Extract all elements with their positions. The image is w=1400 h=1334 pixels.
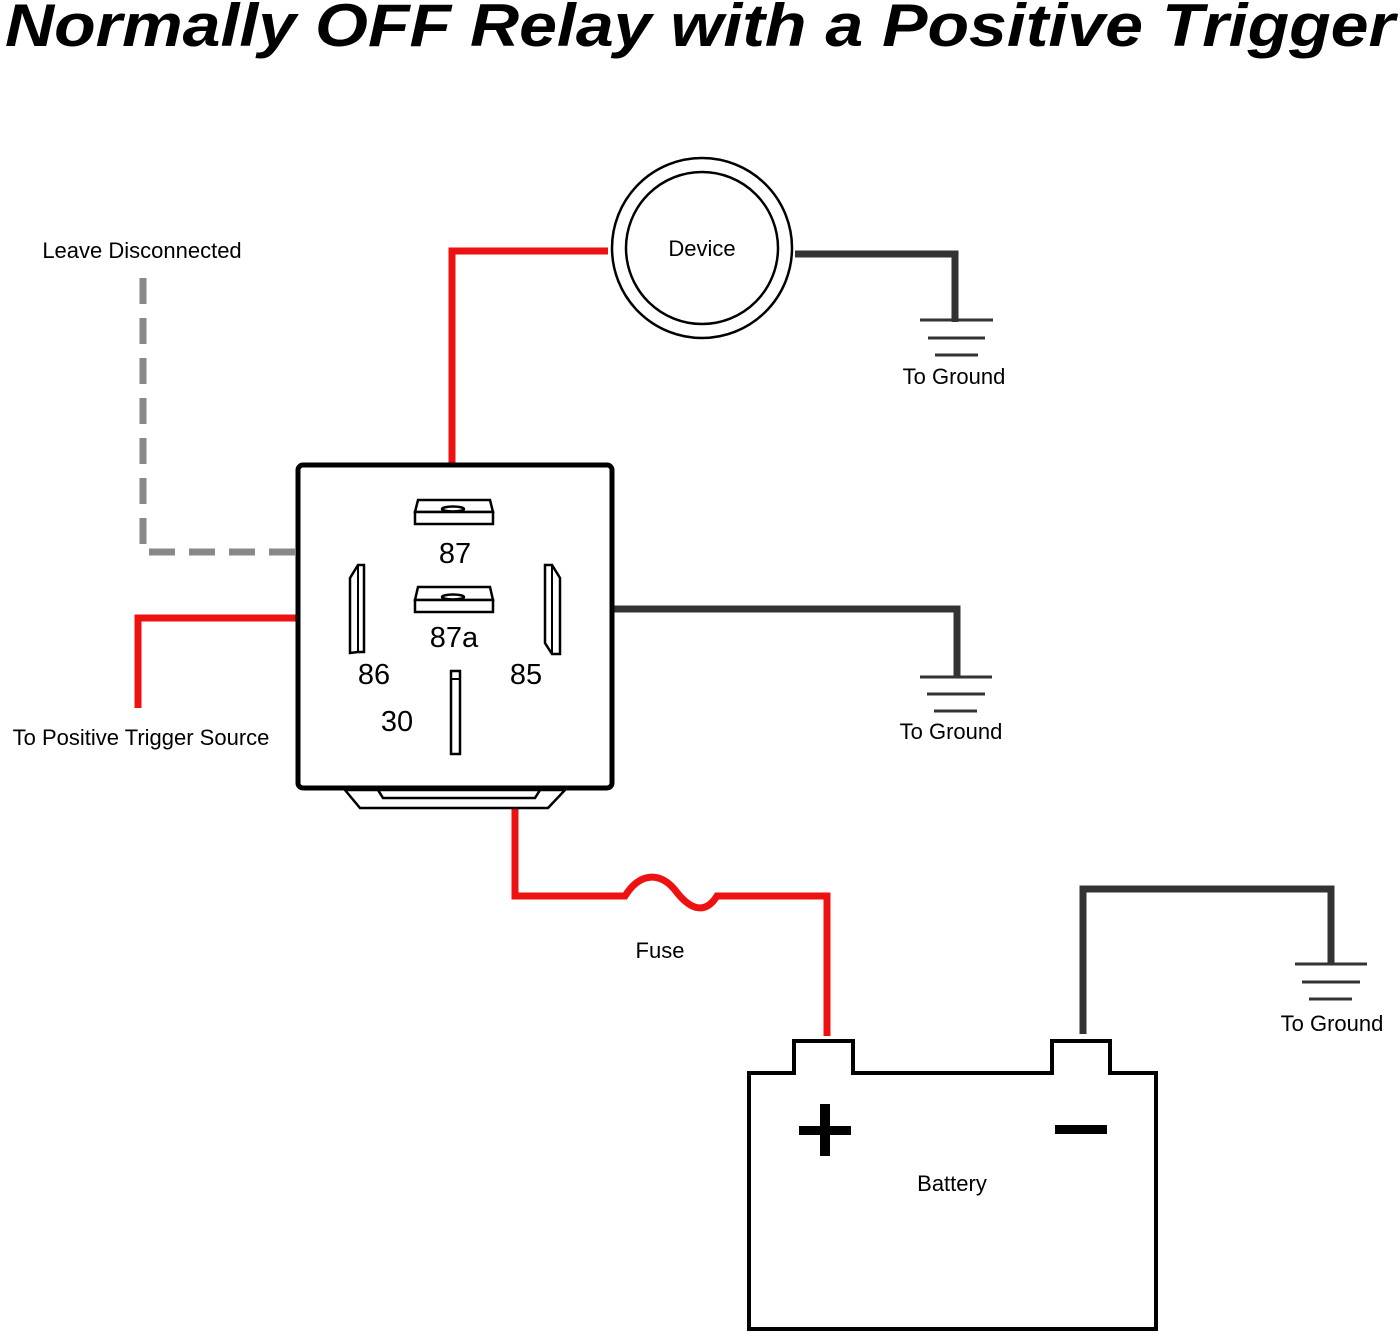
ground-symbol-device — [920, 318, 993, 357]
ground-label-device: To Ground — [903, 364, 1006, 389]
relay-pin-85-terminal — [543, 563, 562, 656]
device-label: Device — [668, 236, 735, 261]
battery-negative-icon — [1055, 1125, 1107, 1134]
battery: Battery — [747, 1039, 1158, 1331]
relay-pin-87-terminal — [413, 498, 495, 526]
device-inner-ring — [624, 170, 780, 326]
battery-body — [747, 1039, 1158, 1331]
diagram-title: Normally OFF Relay with a Positive Trigg… — [5, 0, 1399, 59]
ground-label-relay: To Ground — [900, 719, 1003, 744]
relay-base-inner — [375, 788, 543, 800]
wire-device-to-ground — [795, 250, 959, 322]
pin-85-label: 85 — [510, 659, 542, 691]
battery-positive-icon — [799, 1104, 851, 1156]
positive-trigger-label: To Positive Trigger Source — [13, 725, 270, 750]
leave-disconnected-label: Leave Disconnected — [42, 238, 241, 263]
relay-pin-87a-terminal — [413, 585, 495, 614]
relay-pin-86-terminal — [348, 563, 366, 655]
wire-30-fuse-battery — [462, 709, 831, 1036]
ground-label-battery: To Ground — [1281, 1011, 1384, 1036]
ground-symbol-battery — [1295, 962, 1367, 1001]
pin-87a-label: 87a — [430, 622, 479, 654]
relay-pin-30-terminal — [449, 669, 462, 756]
wire-86-to-trigger — [134, 614, 348, 708]
pin-30-label: 30 — [381, 706, 413, 738]
fuse-label: Fuse — [636, 938, 685, 963]
ground-symbol-relay — [920, 675, 992, 713]
relay-body — [295, 462, 615, 791]
device: Device — [610, 156, 794, 340]
wire-battery-to-ground — [1079, 885, 1335, 1034]
wire-85-to-ground — [562, 605, 961, 678]
relay: 87 87a 86 85 30 — [295, 462, 615, 810]
pin-87-label: 87 — [439, 538, 471, 570]
wire-device-to-87 — [448, 247, 608, 508]
pin-86-label: 86 — [358, 659, 390, 691]
battery-label: Battery — [917, 1171, 987, 1196]
